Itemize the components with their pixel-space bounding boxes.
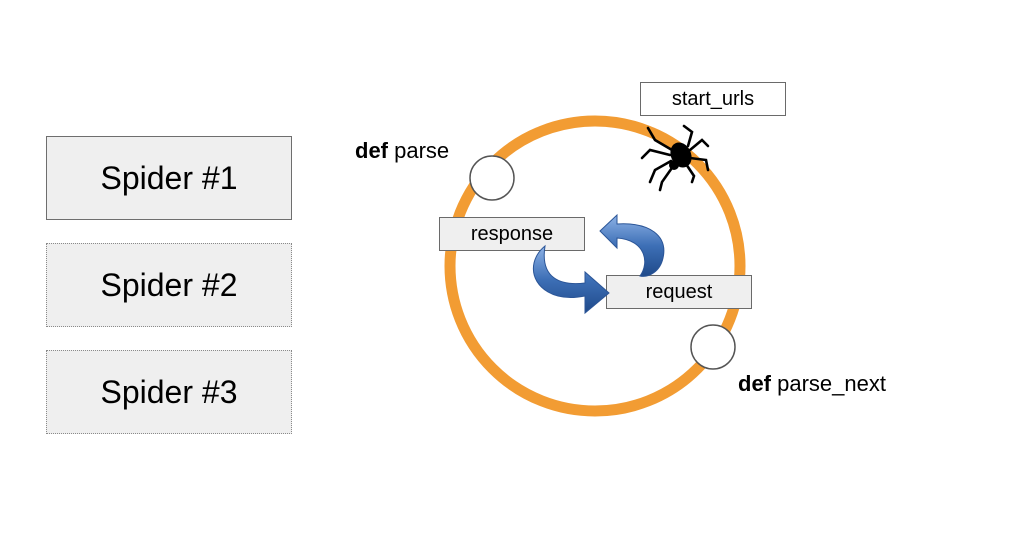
parse-node <box>469 155 515 201</box>
def-parse-label: def parse <box>355 138 449 164</box>
request-box: request <box>606 275 752 309</box>
spider-3-label: Spider #3 <box>100 373 238 410</box>
response-box: response <box>439 217 585 251</box>
spider-1-label: Spider #1 <box>100 159 238 196</box>
request-label: request <box>645 280 713 303</box>
crawl-cycle-ring <box>444 115 746 417</box>
def-keyword: def <box>738 371 771 396</box>
spider-2-label: Spider #2 <box>100 266 238 303</box>
spider-1-box: Spider #1 <box>46 136 292 220</box>
start-urls-label: start_urls <box>671 87 755 110</box>
def-keyword: def <box>355 138 388 163</box>
parse-next-function-name: parse_next <box>777 371 886 396</box>
start-urls-box: start_urls <box>640 82 786 116</box>
def-parse-next-label: def parse_next <box>738 371 886 397</box>
spider-3-box: Spider #3 <box>46 350 292 434</box>
response-label: response <box>470 222 554 245</box>
parse-next-node <box>690 324 736 370</box>
parse-function-name: parse <box>394 138 450 163</box>
spider-2-box: Spider #2 <box>46 243 292 327</box>
